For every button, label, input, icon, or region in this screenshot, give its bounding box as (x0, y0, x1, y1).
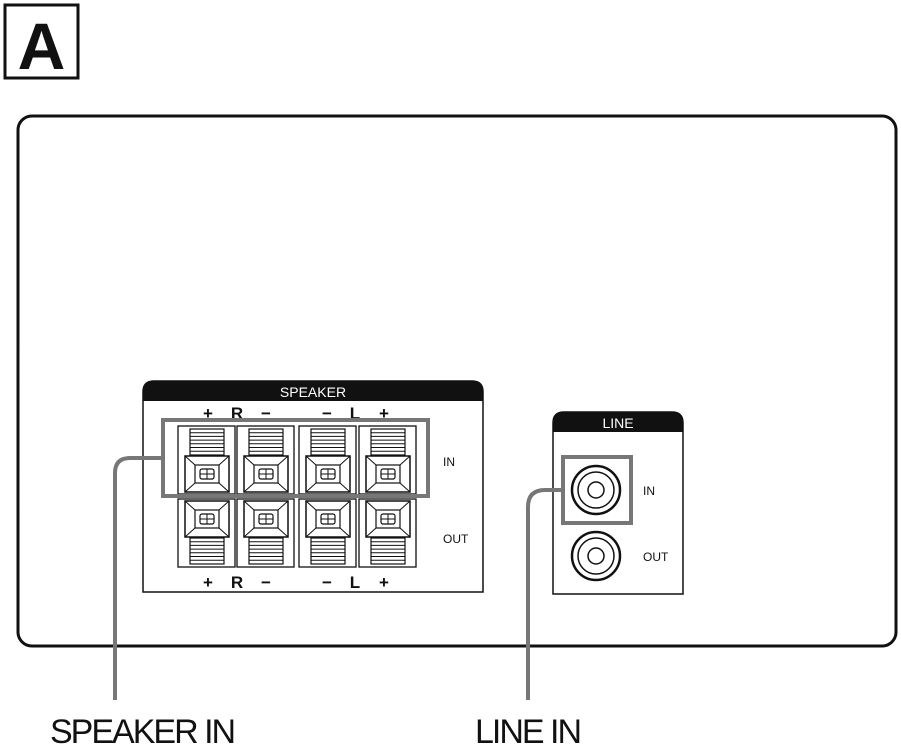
line-panel-title: LINE (602, 415, 633, 431)
polarity-mark: + (379, 573, 389, 592)
polarity-mark: + (379, 404, 389, 423)
speaker-in-callout: SPEAKER IN (50, 713, 234, 748)
line-jack-in-label: IN (643, 484, 655, 498)
speaker-out-terminal (177, 498, 236, 568)
speaker-row-in-label: IN (443, 455, 455, 469)
speaker-in-terminal-lever (310, 428, 346, 456)
speaker-row-out-label: OUT (443, 532, 469, 546)
polarity-mark: R (231, 573, 243, 592)
speaker-out-terminal-lever (189, 537, 225, 565)
speaker-out-terminal (298, 498, 357, 568)
speaker-out-terminal (358, 498, 417, 568)
polarity-mark: − (322, 573, 332, 592)
polarity-mark: L (350, 404, 360, 423)
figure-label: A (3, 3, 80, 83)
polarity-mark: + (203, 404, 213, 423)
speaker-bottom-polarity: + R − − L + (203, 573, 389, 592)
speaker-out-terminal-lever (248, 537, 284, 565)
line-in-leader-line (526, 488, 563, 700)
polarity-mark: − (322, 404, 332, 423)
figure-label-text: A (18, 9, 66, 83)
speaker-in-terminal-lever (370, 428, 406, 456)
line-panel: LINE IN OUT (552, 411, 684, 595)
line-in-callout: LINE IN (475, 713, 580, 748)
polarity-mark: − (261, 404, 271, 423)
speaker-panel-title: SPEAKER (280, 384, 346, 400)
line-panel-header (553, 412, 683, 432)
speaker-in-terminal-lever (248, 428, 284, 456)
polarity-mark: L (350, 573, 360, 592)
polarity-mark: + (203, 573, 213, 592)
speaker-in-terminal-lever (189, 428, 225, 456)
speaker-out-terminal-lever (310, 537, 346, 565)
speaker-out-terminal (236, 498, 295, 568)
line-jack-out-label: OUT (643, 550, 669, 564)
speaker-panel-header (143, 381, 483, 401)
speaker-panel: SPEAKER + R − − L + + R − − L + IN OUT (142, 380, 484, 593)
polarity-mark: − (261, 573, 271, 592)
speaker-terminal-block (177, 425, 417, 568)
line-in-jack (570, 464, 622, 516)
line-out-jack (570, 530, 622, 582)
speaker-in-leader-line (113, 456, 163, 700)
speaker-out-terminal-lever (370, 537, 406, 565)
device-rear-panel (16, 114, 898, 648)
